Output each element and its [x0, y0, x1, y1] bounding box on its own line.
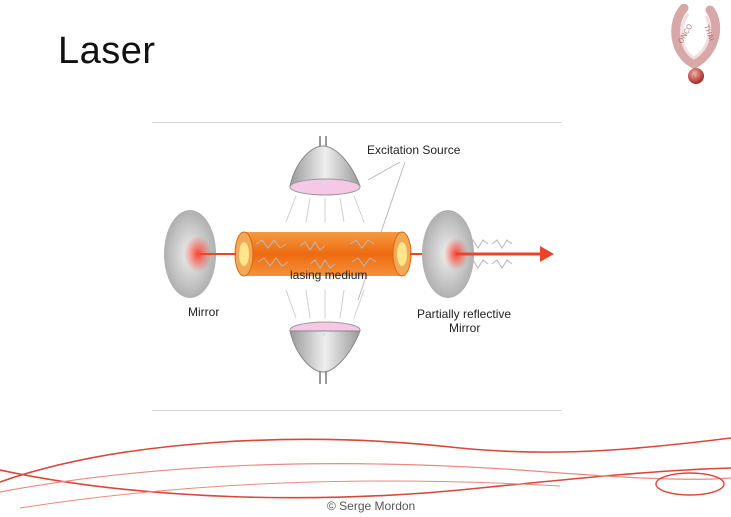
lasing-medium-label: lasing medium: [290, 268, 368, 282]
partial-mirror-label-line2: Mirror: [449, 321, 481, 335]
pump-rays: [285, 195, 365, 319]
full-mirror: [164, 210, 216, 298]
top-excitation-lamp: [289, 136, 361, 196]
output-beam-arrow: [456, 246, 554, 262]
figure-bottom-rule: [152, 410, 562, 411]
slide-title: Laser: [58, 30, 156, 72]
excitation-source-label: Excitation Source: [367, 143, 461, 157]
laser-diagram: [164, 136, 554, 384]
mirror-label: Mirror: [188, 305, 220, 319]
figure-top-rule: [152, 122, 562, 123]
copyright-credit: © Serge Mordon: [327, 499, 416, 513]
decorative-swoosh: [0, 437, 731, 509]
partial-mirror-label-line1: Partially reflective: [417, 307, 512, 321]
bottom-excitation-lamp: [289, 321, 361, 384]
lasing-medium-tube: [234, 231, 412, 277]
onco-thai-logo: ONCO THAI: [671, 4, 721, 84]
